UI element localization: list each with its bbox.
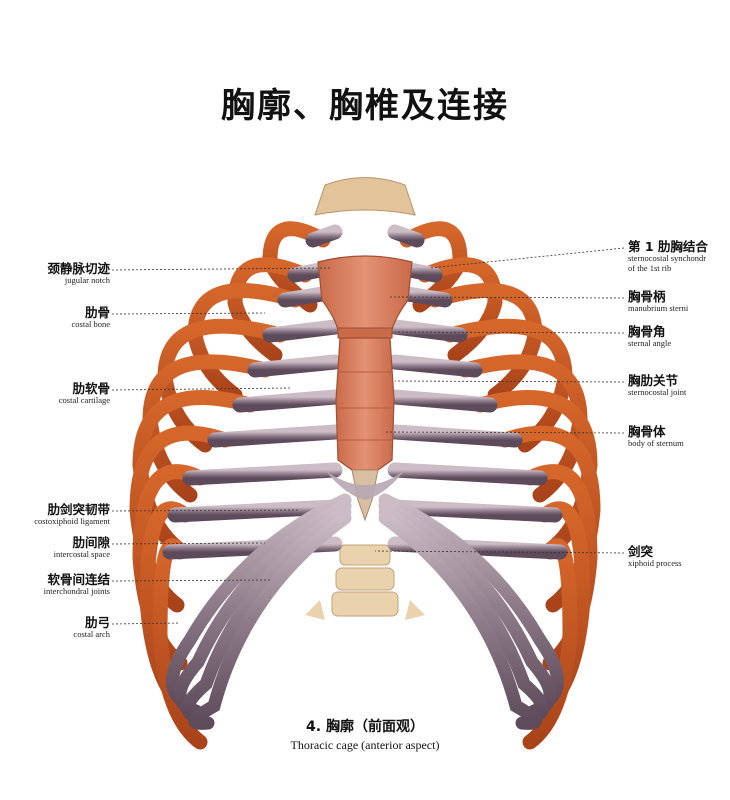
label-chinese: 颈静脉切迹 bbox=[47, 261, 110, 276]
leader-left-7 bbox=[111, 622, 181, 625]
label-english: jugular notch bbox=[64, 275, 110, 286]
label-chinese: 软骨间连结 bbox=[47, 572, 110, 587]
costal-cartilage-7-left bbox=[207, 424, 343, 448]
costal-arch-2-left bbox=[173, 499, 352, 718]
leader-right-2 bbox=[389, 296, 625, 299]
sternum bbox=[317, 255, 413, 522]
label-english: manubrium sterni bbox=[628, 303, 689, 314]
costal-cartilage-1-left bbox=[305, 224, 343, 248]
costal-cartilage-4-right bbox=[387, 319, 468, 343]
costal-arch-1-left bbox=[166, 493, 352, 712]
label-chinese: 第 1 肋胸结合 bbox=[628, 239, 708, 254]
costal-arch-4-left bbox=[188, 511, 352, 730]
ribs-group bbox=[129, 221, 601, 750]
rib-2-right bbox=[417, 257, 503, 363]
costal-cartilage-9-left bbox=[167, 499, 343, 523]
leader-left-5 bbox=[111, 542, 266, 545]
label-chinese: 胸骨体 bbox=[628, 424, 666, 439]
page-title: 胸廓、胸椎及连接 bbox=[221, 86, 509, 126]
label-english: costal bone bbox=[71, 319, 110, 330]
label-chinese: 肋剑突韧带 bbox=[47, 502, 110, 517]
label-english: xiphoid process bbox=[628, 558, 682, 569]
rib-2-left bbox=[227, 257, 313, 363]
costal-arch-3-left bbox=[181, 505, 352, 724]
body-of-sternum bbox=[335, 337, 395, 471]
rib-3-left bbox=[187, 283, 303, 403]
label-english: sternal angle bbox=[628, 338, 672, 349]
label-chinese: 肋间隙 bbox=[72, 535, 110, 550]
costal-cartilage-4-left bbox=[262, 319, 343, 343]
figure-caption: 4. 胸廓（前面观） bbox=[306, 719, 424, 735]
rib-3-right bbox=[427, 283, 543, 403]
label-english: sternocostal synchondr bbox=[628, 253, 707, 264]
label-english: costal cartilage bbox=[58, 395, 110, 406]
sternal-angle bbox=[337, 327, 393, 339]
leader-left-2 bbox=[111, 312, 266, 315]
leader-lines bbox=[111, 247, 625, 625]
label-english: intercostal space bbox=[53, 549, 110, 560]
label-english: costal arch bbox=[73, 629, 110, 640]
label-english: body of sternum bbox=[628, 438, 684, 449]
costal-cartilage-5-right bbox=[387, 354, 483, 378]
label-chinese: 胸骨角 bbox=[628, 324, 666, 339]
label-english: costoxiphoid ligament bbox=[34, 516, 110, 527]
costal-cartilage-9-right bbox=[387, 499, 563, 523]
label-english: sternocostal joint bbox=[628, 387, 687, 398]
label-chinese: 胸肋关节 bbox=[628, 373, 679, 388]
costal-cartilage-8-right bbox=[387, 462, 548, 486]
label-chinese: 肋骨 bbox=[84, 305, 110, 320]
leader-right-6 bbox=[374, 550, 625, 554]
thoracic-vertebrae bbox=[305, 177, 425, 620]
figure-caption-english: Thoracic cage (anterior aspect) bbox=[290, 738, 440, 752]
label-chinese: 剑突 bbox=[628, 544, 654, 559]
label-english: interchondral joints bbox=[43, 586, 110, 597]
label-chinese: 肋弓 bbox=[84, 615, 110, 630]
costal-cartilage-6-right bbox=[387, 389, 498, 413]
costal-arch-1-right bbox=[378, 493, 564, 712]
costal-cartilage-1-right bbox=[387, 224, 425, 248]
costal-arch-3-right bbox=[378, 505, 549, 724]
label-chinese: 肋软骨 bbox=[72, 381, 110, 396]
leader-right-1 bbox=[429, 247, 625, 269]
costal-cartilage-7-right bbox=[387, 424, 523, 448]
costal-arch-4-right bbox=[378, 511, 542, 730]
costal-cartilage-5-left bbox=[247, 354, 343, 378]
manubrium-sterni bbox=[317, 255, 413, 331]
costal-arch-2-right bbox=[378, 499, 557, 718]
leader-left-4 bbox=[111, 509, 301, 512]
costal-cartilage-6-left bbox=[232, 389, 343, 413]
label-chinese: 胸骨柄 bbox=[628, 289, 666, 304]
leader-left-3 bbox=[111, 387, 291, 391]
costoxiphoid-ligament bbox=[325, 470, 405, 500]
costal-cartilage-8-left bbox=[182, 462, 343, 486]
leader-left-1 bbox=[111, 267, 331, 271]
label-english-line2: of the 1st rib bbox=[628, 263, 672, 274]
